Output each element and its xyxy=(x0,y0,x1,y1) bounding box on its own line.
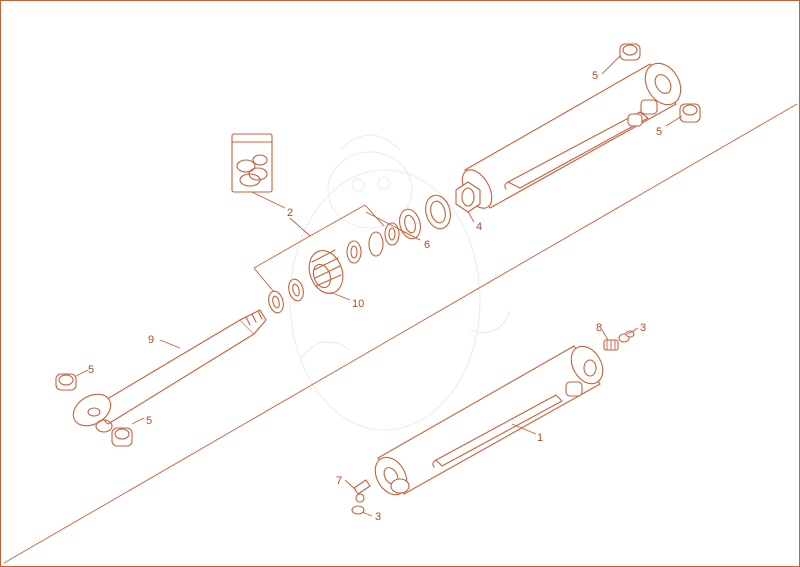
callout-5-upper-left: 5 xyxy=(592,70,598,82)
seal-ring-4 xyxy=(368,231,384,257)
callout-9: 9 xyxy=(148,334,154,346)
bushing-rod-left-bottom xyxy=(111,427,133,447)
fitting-straight-8 xyxy=(603,339,619,351)
fitting-elbow-7 xyxy=(353,479,371,503)
upper-cylinder-barrel xyxy=(461,62,682,209)
bushing-upper-right xyxy=(679,103,701,123)
callout-3-upper: 3 xyxy=(640,322,646,334)
piston xyxy=(308,249,344,294)
gland-nut xyxy=(455,181,481,213)
callout-5-upper-right: 5 xyxy=(656,126,662,138)
o-ring-lower xyxy=(351,505,365,515)
leader-lines xyxy=(75,55,683,517)
callout-2: 2 xyxy=(287,207,293,219)
seal-ring-3 xyxy=(384,222,400,246)
callout-4: 4 xyxy=(476,221,482,233)
bushing-upper-left xyxy=(619,43,641,61)
seal-ring-large xyxy=(425,194,451,230)
callout-6: 6 xyxy=(424,239,430,251)
callout-10: 10 xyxy=(352,298,364,310)
callout-8: 8 xyxy=(596,322,602,334)
bushing-rod-right xyxy=(627,113,643,127)
callout-5-left-bottom: 5 xyxy=(146,415,152,427)
o-ring-upper xyxy=(618,330,635,343)
piston-rod xyxy=(72,309,267,433)
seal-ring-5 xyxy=(346,240,362,264)
bushing-rod-left-top xyxy=(55,373,77,391)
piston-ring-b xyxy=(268,290,284,314)
callout-3-lower: 3 xyxy=(375,511,381,523)
assembled-cylinder xyxy=(374,345,604,496)
seal-kit-bag xyxy=(231,133,273,193)
callout-7: 7 xyxy=(336,475,342,487)
seal-ring-2 xyxy=(399,208,421,240)
separator-line xyxy=(3,103,798,564)
callout-1: 1 xyxy=(537,432,543,444)
piston-ring-a xyxy=(288,278,304,302)
watermark-mascot xyxy=(289,134,511,431)
callout-5-left-top: 5 xyxy=(88,364,94,376)
